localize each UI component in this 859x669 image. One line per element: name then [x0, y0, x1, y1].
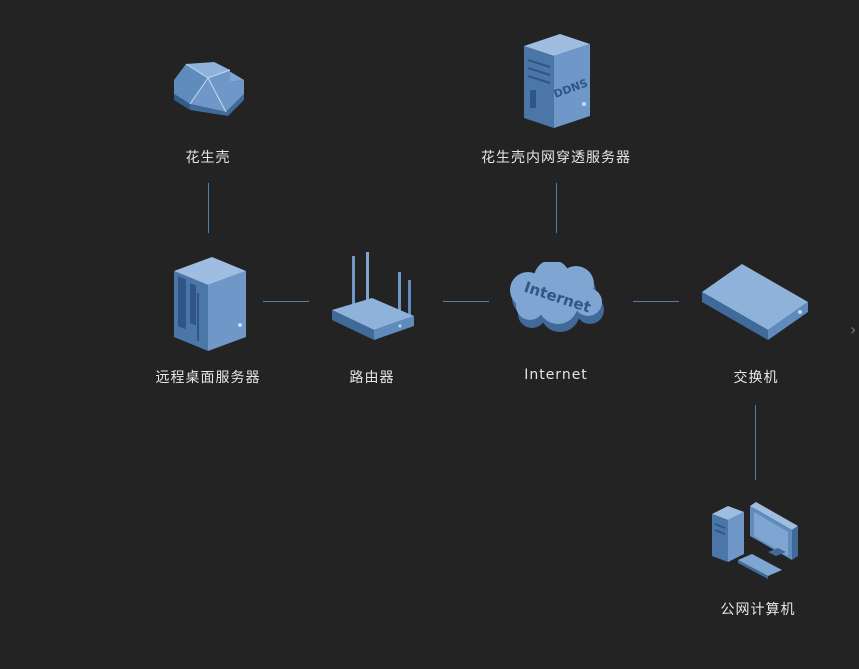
router-icon: [332, 252, 414, 340]
internet-cloud-icon: Internet: [510, 262, 604, 332]
node-internet[interactable]: Internet: [506, 262, 606, 334]
server-rack-icon: [174, 257, 246, 351]
network-switch-icon: [702, 264, 808, 340]
connector-remote-server-router: [263, 301, 309, 302]
ddns-server-icon: DDNS: [524, 34, 590, 128]
label-internet: Internet: [524, 367, 588, 383]
connector-internet-switch: [633, 301, 679, 302]
node-public-pc[interactable]: [708, 498, 804, 582]
label-switch: 交换机: [733, 370, 779, 386]
node-remote-server[interactable]: [170, 253, 250, 355]
connector-oray-remote-server: [208, 183, 209, 233]
label-router: 路由器: [349, 370, 395, 386]
oray-logo-icon: [174, 62, 244, 116]
connector-router-internet: [443, 301, 489, 302]
label-ddns-server: 花生壳内网穿透服务器: [481, 150, 631, 166]
connector-ddns-internet: [556, 183, 557, 233]
node-oray[interactable]: [170, 60, 248, 118]
connector-switch-public-pc: [755, 405, 756, 480]
label-remote-server: 远程桌面服务器: [155, 370, 261, 386]
label-public-pc: 公网计算机: [720, 602, 796, 618]
desktop-computer-icon: [712, 502, 798, 579]
label-oray: 花生壳: [185, 150, 231, 166]
node-switch[interactable]: [698, 262, 812, 342]
node-router[interactable]: [328, 250, 416, 350]
chevron-right-icon: ›: [850, 320, 857, 339]
node-ddns-server[interactable]: DDNS: [520, 32, 594, 132]
